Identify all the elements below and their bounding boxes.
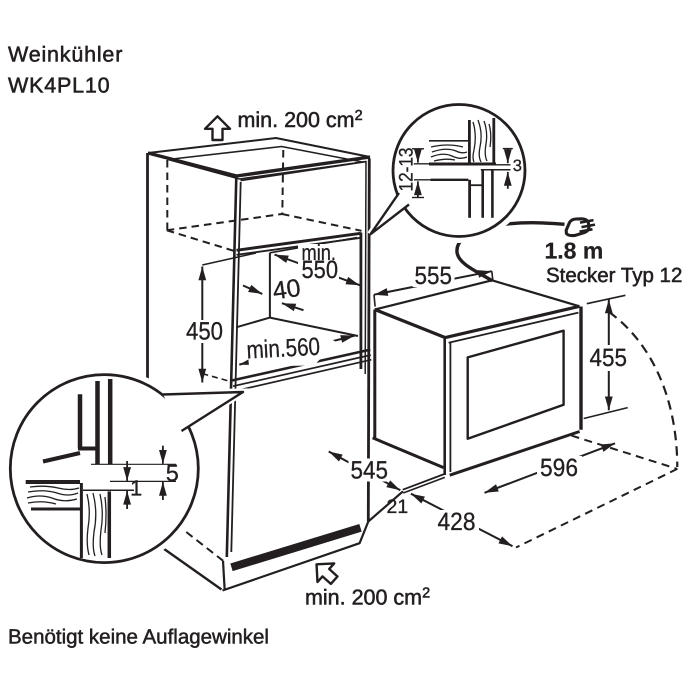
svg-text:455: 455 <box>590 344 628 372</box>
svg-text:Stecker Typ 12: Stecker Typ 12 <box>546 264 682 287</box>
svg-text:1: 1 <box>130 475 142 500</box>
svg-text:555: 555 <box>415 262 453 290</box>
svg-text:5: 5 <box>166 460 179 486</box>
svg-text:428: 428 <box>438 508 476 536</box>
svg-text:12-13: 12-13 <box>396 148 418 192</box>
svg-text:21: 21 <box>387 496 409 518</box>
svg-text:Benötigt keine Auflagewinkel: Benötigt keine Auflagewinkel <box>8 626 269 649</box>
svg-text:min.560: min.560 <box>246 333 321 365</box>
svg-text:596: 596 <box>540 454 578 482</box>
svg-text:40: 40 <box>271 274 302 306</box>
svg-text:450: 450 <box>186 318 223 346</box>
svg-text:550: 550 <box>302 256 339 284</box>
svg-text:min. 200 cm2: min. 200 cm2 <box>305 586 430 610</box>
svg-text:min.: min. <box>302 240 337 265</box>
svg-text:WK4PL10: WK4PL10 <box>8 74 110 98</box>
svg-text:3: 3 <box>513 157 522 175</box>
svg-text:Weinkühler: Weinkühler <box>8 43 123 67</box>
svg-text:1.8 m: 1.8 m <box>545 238 604 264</box>
svg-text:min. 200 cm2: min. 200 cm2 <box>238 108 363 132</box>
svg-text:545: 545 <box>351 456 389 484</box>
